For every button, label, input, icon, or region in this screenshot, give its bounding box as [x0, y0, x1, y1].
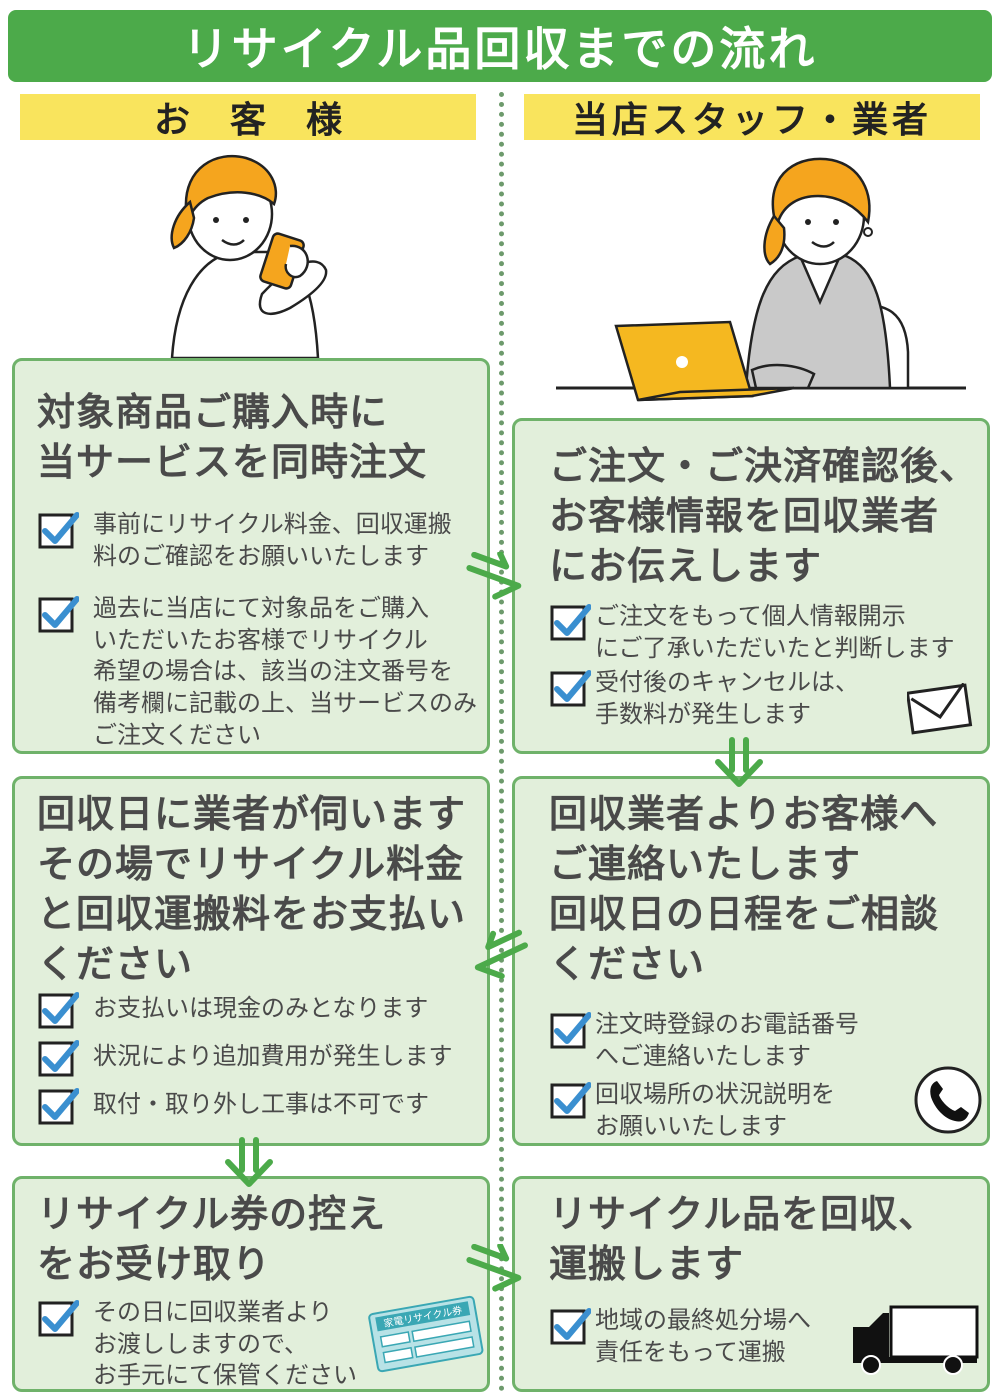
step-heading: 回収業者よりお客様へ ご連絡いたします 回収日の日程をご相談 ください — [549, 792, 940, 987]
step-heading: ご注文・ご決済確認後、 お客様情報を回収業者 にお伝えします — [549, 444, 979, 589]
check-icon — [550, 1012, 591, 1049]
double-arrow-icon — [225, 1137, 273, 1187]
staff-laptop-illustration — [556, 157, 966, 402]
check-item-text: その日に回収業者より お渡ししますので、 お手元にて保管ください — [93, 1298, 357, 1390]
check-item: 取付・取り外し工事は不可です — [37, 1085, 429, 1125]
check-item: 事前にリサイクル料金、回収運搬 料のご確認をお願いいたします — [37, 509, 452, 572]
step-box-collect: リサイクル品を回収、 運搬します 地域の最終処分場へ 責任をもって運搬 — [512, 1176, 990, 1392]
check-item: 受付後のキャンセルは、 手数料が発生します — [549, 667, 859, 730]
check-item-text: 注文時登録のお電話番号 へご連絡いたします — [595, 1010, 859, 1070]
check-icon — [38, 512, 79, 549]
step-box-order: 対象商品ご購入時に 当サービスを同時注文 事前にリサイクル料金、回収運搬 料のご… — [12, 358, 490, 754]
check-item: 状況により追加費用が発生します — [37, 1037, 453, 1077]
double-arrow-icon — [715, 737, 763, 787]
check-icon — [38, 992, 79, 1029]
truck-icon — [853, 1305, 979, 1375]
page-title: リサイクル品回収までの流れ — [8, 10, 992, 82]
check-item: 地域の最終処分場へ 責任をもって運搬 — [549, 1305, 811, 1368]
check-item: その日に回収業者より お渡ししますので、 お手元にて保管ください — [37, 1297, 357, 1392]
double-arrow-icon — [466, 552, 522, 600]
check-item-text: 事前にリサイクル料金、回収運搬 料のご確認をお願いいたします — [93, 510, 452, 570]
check-icon — [38, 596, 79, 633]
check-item-text: 過去に当店にて対象品をご購入 いただいたお客様でリサイクル 希望の場合は、該当の… — [93, 594, 477, 749]
step-box-payment: 回収日に業者が伺います その場でリサイクル料金 と回収運搬料をお支払い ください… — [12, 776, 490, 1146]
phone-icon — [914, 1066, 982, 1134]
step-box-receipt: リサイクル券の控え をお受け取り その日に回収業者より お渡ししますので、 お手… — [12, 1176, 490, 1392]
check-icon — [550, 1082, 591, 1119]
column-header-staff: 当店スタッフ・業者 — [524, 94, 980, 141]
check-icon — [550, 1308, 591, 1345]
customer-smartphone-illustration — [170, 154, 328, 360]
check-item-text: 状況により追加費用が発生します — [93, 1042, 453, 1070]
check-icon — [550, 604, 591, 641]
step-heading: リサイクル品を回収、 運搬します — [549, 1192, 938, 1287]
center-divider — [499, 92, 504, 1392]
column-header-customer: お客様 — [20, 94, 476, 141]
check-icon — [550, 670, 591, 707]
check-item-text: 受付後のキャンセルは、 手数料が発生します — [595, 668, 859, 728]
check-item-text: 回収場所の状況説明を お願いいたします — [595, 1080, 835, 1140]
step-box-contact: 回収業者よりお客様へ ご連絡いたします 回収日の日程をご相談 ください 注文時登… — [512, 776, 990, 1146]
step-heading: 回収日に業者が伺います その場でリサイクル料金 と回収運搬料をお支払い ください — [37, 792, 467, 987]
check-icon — [38, 1300, 79, 1337]
check-item-text: 地域の最終処分場へ 責任をもって運搬 — [595, 1306, 811, 1366]
check-item: 注文時登録のお電話番号 へご連絡いたします — [549, 1009, 859, 1072]
check-item: 過去に当店にて対象品をご購入 いただいたお客様でリサイクル 希望の場合は、該当の… — [37, 593, 477, 751]
check-item: ご注文をもって個人情報開示 にご了承いただいたと判断します — [549, 601, 955, 664]
check-item: 回収場所の状況説明を お願いいたします — [549, 1079, 835, 1142]
ticket-icon: 家電リサイクル券 — [368, 1295, 484, 1373]
envelope-icon — [907, 683, 973, 735]
step-heading: 対象商品ご購入時に 当サービスを同時注文 — [37, 390, 428, 485]
check-item: お支払いは現金のみとなります — [37, 989, 428, 1029]
check-icon — [38, 1040, 79, 1077]
check-item-text: お支払いは現金のみとなります — [93, 994, 429, 1022]
check-item-text: 取付・取り外し工事は不可です — [93, 1090, 429, 1118]
double-arrow-icon — [466, 1244, 522, 1292]
step-heading: リサイクル券の控え をお受け取り — [37, 1192, 387, 1287]
step-box-confirm: ご注文・ご決済確認後、 お客様情報を回収業者 にお伝えします ご注文をもって個人… — [512, 418, 990, 754]
check-item-text: ご注文をもって個人情報開示 にご了承いただいたと判断します — [595, 602, 955, 662]
check-icon — [38, 1088, 79, 1125]
double-arrow-icon — [474, 929, 528, 980]
